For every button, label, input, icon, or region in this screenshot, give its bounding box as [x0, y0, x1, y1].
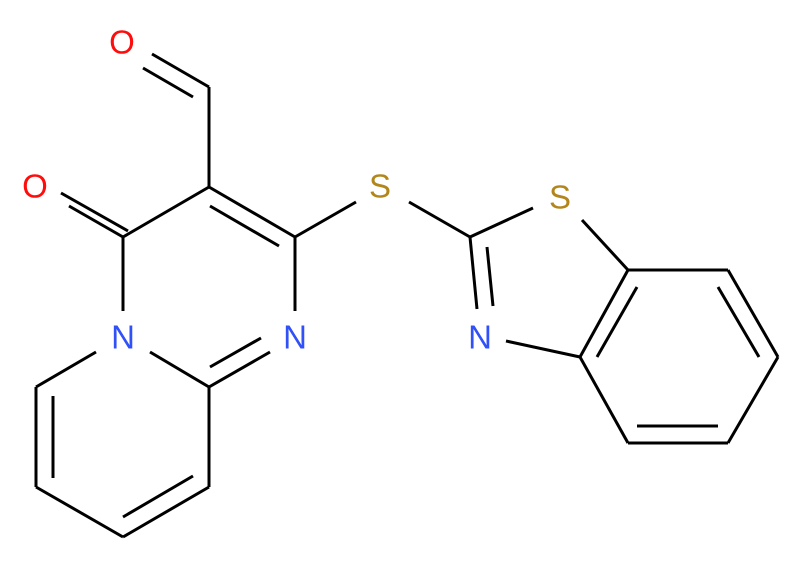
atom-n-bridgehead: N	[111, 319, 135, 356]
bond-sbtz-c7a	[580, 218, 630, 272]
bond-c7a-c3a	[578, 269, 630, 358]
bond-c3-c2	[208, 185, 296, 239]
bond-c4b-c3a	[578, 356, 630, 444]
bonds	[34, 52, 780, 539]
bond-c8-c7	[35, 485, 124, 539]
bond-c2-s	[294, 200, 357, 239]
atom-labels: O O S S N N N	[22, 24, 571, 356]
bond-c2btz-nbtz-double	[485, 246, 495, 307]
bond-c7a-c3a-double	[595, 286, 639, 358]
bond-nbtz-c3a	[505, 339, 581, 359]
bond-ald-co-double	[142, 66, 194, 99]
bond-s-c2btz	[408, 200, 471, 239]
atom-n-benzothiazole: N	[468, 319, 492, 356]
bond-c7-c6b-double	[716, 286, 761, 358]
atom-s-linker: S	[369, 168, 391, 205]
bond-c2btz-nbtz	[468, 236, 479, 310]
bond-c7-c6b	[726, 269, 780, 358]
bond-c4-o	[68, 204, 124, 239]
atom-o-aldehyde: O	[109, 24, 135, 61]
bond-c9-c8-double	[122, 474, 194, 519]
bond-c6-n5	[35, 350, 97, 389]
bond-c4-o-double	[60, 191, 129, 233]
bond-n1-c9a-double	[209, 336, 262, 369]
atom-o-keto: O	[22, 168, 48, 205]
atom-n-pyrimidine: N	[283, 319, 307, 356]
bond-n1-c9a	[208, 350, 271, 389]
bond-ald-co	[151, 52, 210, 89]
bond-c9-c8	[122, 485, 210, 539]
bond-c3-c4	[122, 185, 210, 239]
bond-n5-c9a	[149, 350, 210, 389]
bond-c3-c2-double	[209, 204, 280, 248]
bond-c6b-c5b	[726, 356, 780, 444]
bond-c2btz-sbtz	[469, 206, 534, 239]
atom-s-benzothiazole: S	[549, 179, 571, 216]
